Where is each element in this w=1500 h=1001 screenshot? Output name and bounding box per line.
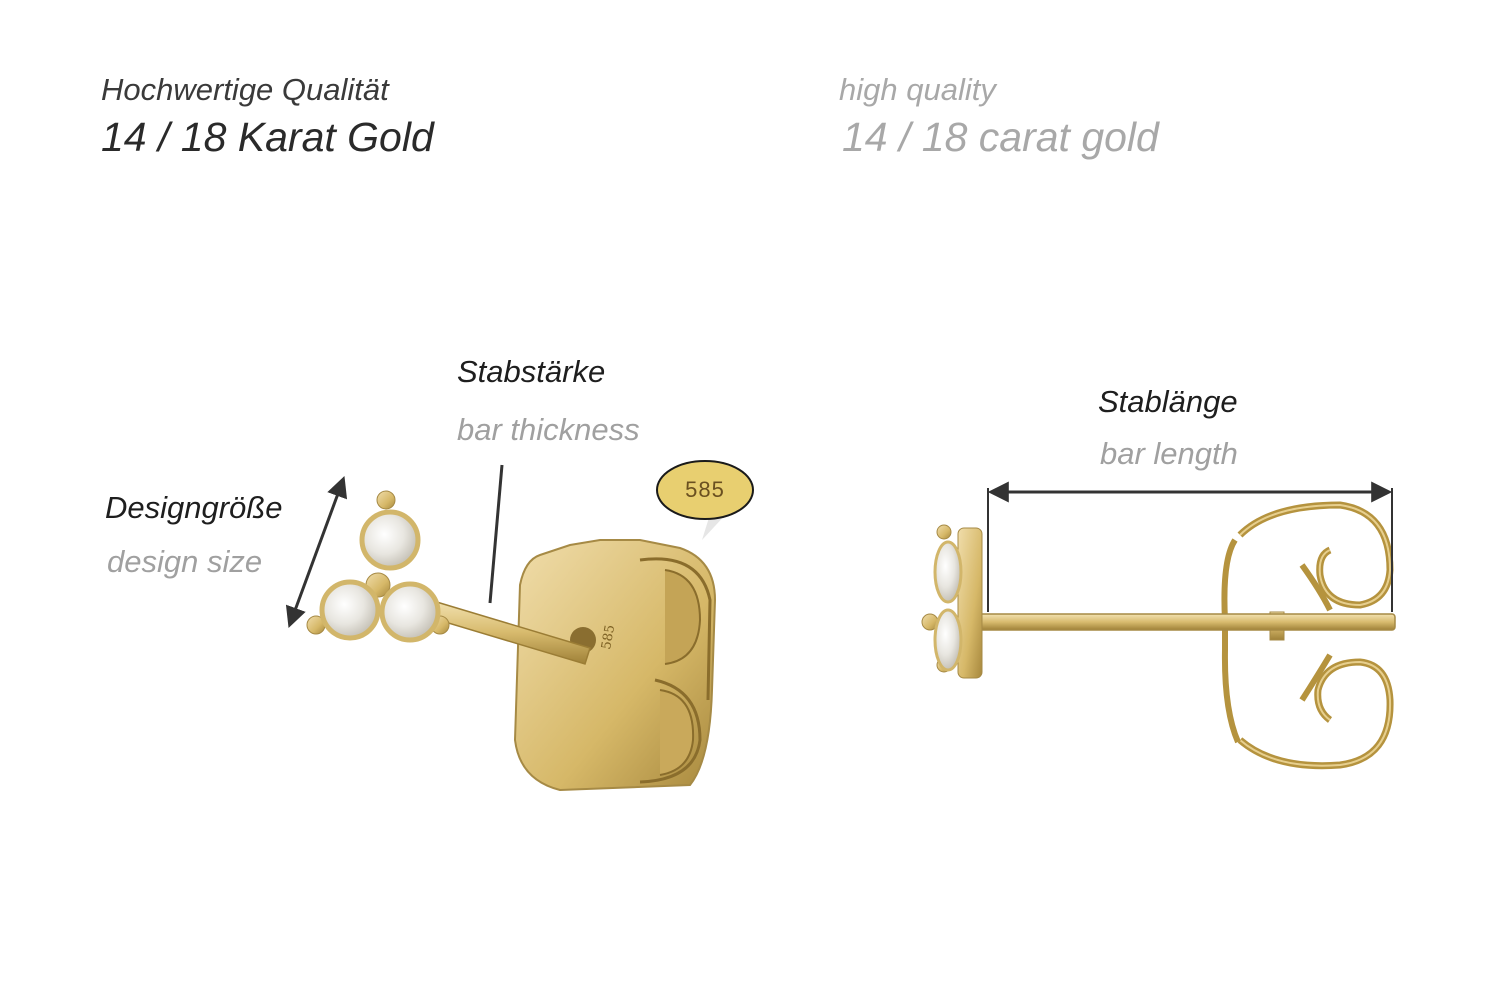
stamp-badge bbox=[656, 460, 754, 520]
label-design-size-en: design size bbox=[107, 544, 263, 579]
bar-thickness-pointer bbox=[488, 464, 504, 604]
svg-text:585: 585 bbox=[599, 624, 618, 651]
gem-top bbox=[359, 509, 421, 571]
label-bar-thickness-en: bar thickness bbox=[457, 412, 640, 447]
gem-side-bottom bbox=[933, 608, 963, 672]
gem-right bbox=[379, 581, 441, 643]
gem-left bbox=[319, 579, 381, 641]
label-bar-length-de: Stablänge bbox=[1098, 384, 1238, 419]
header-title-de: 14 / 18 Karat Gold bbox=[101, 114, 434, 160]
gem-side-top bbox=[933, 540, 963, 604]
header-subtitle-en: high quality bbox=[839, 72, 996, 107]
header-title-en: 14 / 18 carat gold bbox=[842, 114, 1159, 160]
header-subtitle-de: Hochwertige Qualität bbox=[101, 72, 389, 107]
label-bar-length-en: bar length bbox=[1100, 436, 1238, 471]
stamp-text: 585 bbox=[685, 477, 725, 502]
label-bar-thickness-de: Stabstärke bbox=[457, 354, 606, 389]
earring-side-bar bbox=[974, 613, 1396, 631]
earring-front-view: 585 bbox=[306, 490, 717, 792]
earring-side-view bbox=[921, 501, 1396, 770]
label-design-size-de: Designgröße bbox=[105, 490, 283, 525]
design-size-arrow bbox=[285, 476, 348, 628]
